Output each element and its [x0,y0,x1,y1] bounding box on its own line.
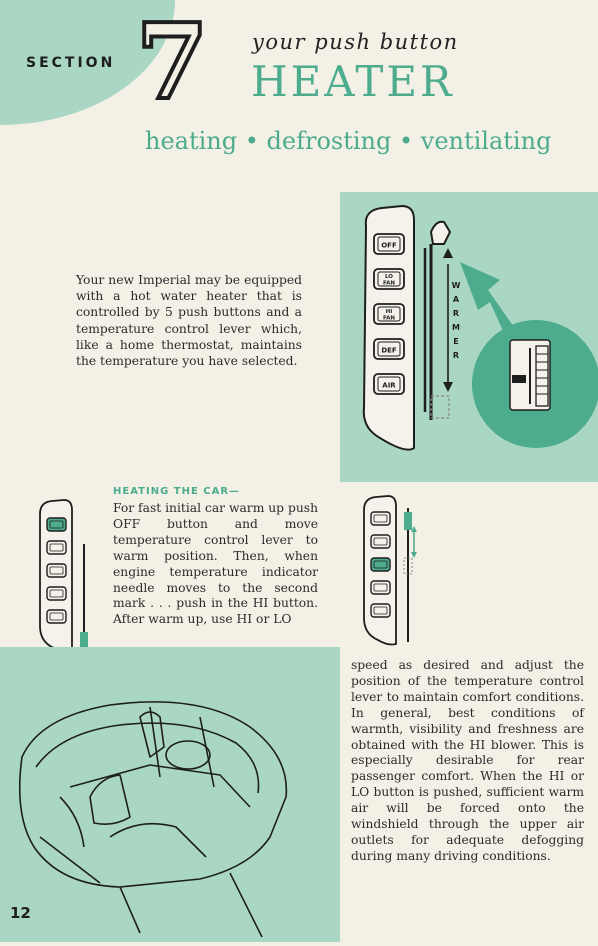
tagline: heating • defrosting • ventilating [145,127,552,155]
svg-text:HI: HI [386,309,393,315]
small-button-def [46,586,67,601]
page-subtitle: your push button [252,30,459,54]
control-button-def: DEF [373,338,405,360]
small-button-air [46,609,67,624]
small-button-air [370,603,391,618]
control-button-off: OFF [373,233,405,255]
intro-paragraph: Your new Imperial may be equipped with a… [76,273,302,369]
small-control-illustration-left [39,499,88,654]
section-label: SECTION [26,55,116,71]
car-interior-illustration [18,701,288,938]
svg-text:FAN: FAN [383,316,395,322]
page-title: HEATER [251,57,455,106]
heating-heading: HEATING THE CAR— [113,486,241,497]
svg-text:AIR: AIR [382,382,396,390]
small-button-hi-fan [370,557,391,572]
heating-body-part2: speed as desired and adjust the position… [351,658,584,863]
svg-text:DEF: DEF [381,347,397,355]
small-button-hi-fan [46,563,67,578]
small-button-off [370,511,391,526]
car-illustration-panel [0,647,340,942]
page-number: 12 [10,904,31,922]
section-number: 7 [134,0,210,123]
heating-body-part1: For fast initial car warm up push OFF bu… [113,501,318,627]
small-control-illustration-right [363,495,417,646]
small-button-def [370,580,391,595]
small-button-lo-fan [46,540,67,555]
small-button-lo-fan [370,534,391,549]
small-button-off [46,517,67,532]
svg-text:OFF: OFF [381,242,397,250]
svg-text:FAN: FAN [383,281,395,287]
svg-text:LO: LO [385,274,393,280]
control-button-air: AIR [373,373,405,395]
